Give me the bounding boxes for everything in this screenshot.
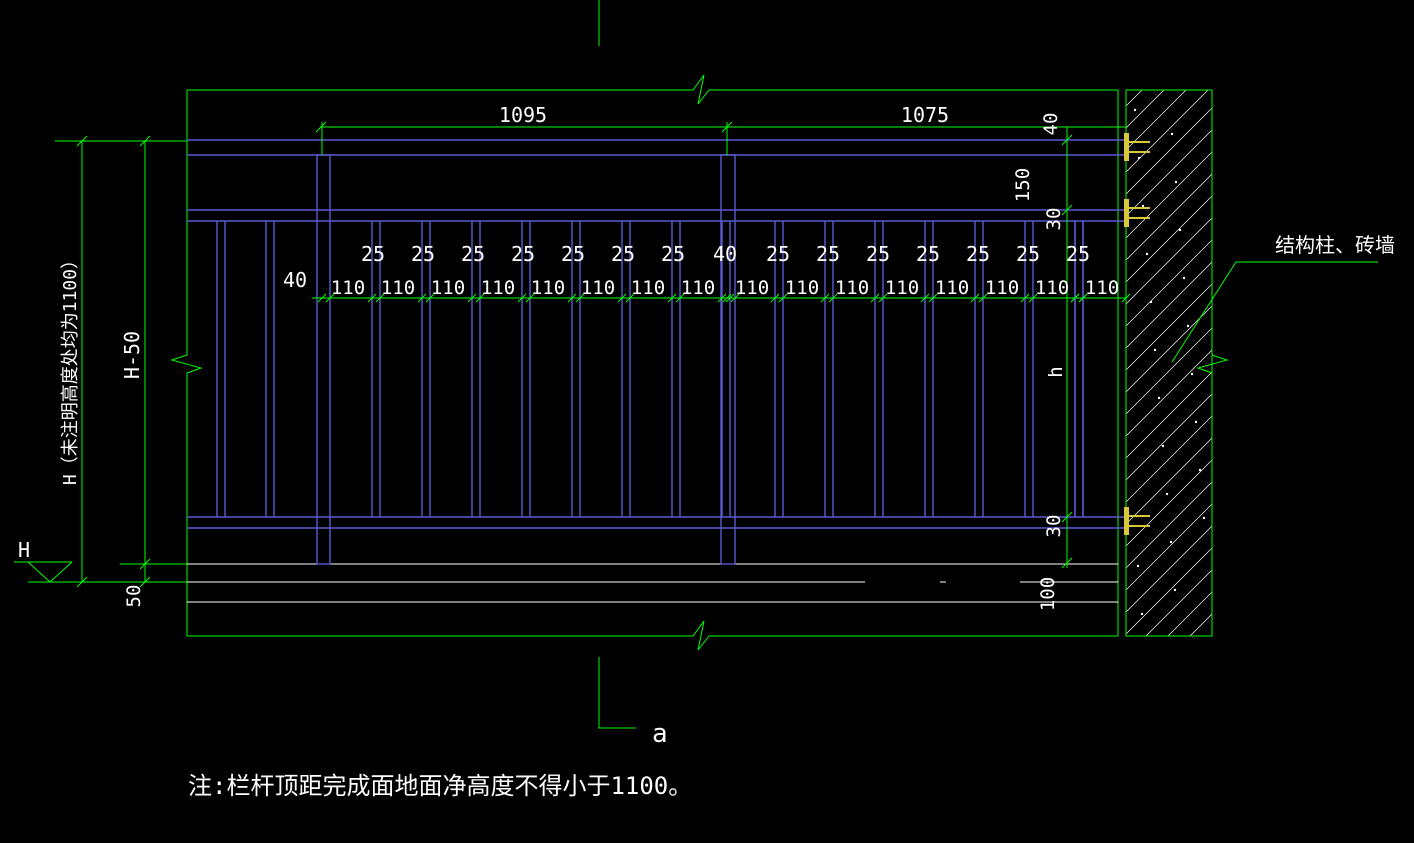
dim-spacing: 110 (581, 277, 615, 299)
structure-wall (1125, 89, 1229, 637)
rails (187, 139, 1126, 529)
dim-spacing: 110 (835, 277, 869, 299)
left-dimension: H H（未注明高度处均为1100） H-50 50 (14, 135, 187, 608)
spacing-dimension: 40 110 110 110 110 110 110 110 110 110 110 110 110 1… (283, 242, 1131, 303)
dim-post-label: 25 (361, 242, 385, 266)
frame-bottom (187, 620, 1118, 651)
dim-post-label: 25 (916, 242, 940, 266)
dim-top-gap: 40 (1040, 113, 1062, 136)
dim-overall-height: H-50 (120, 331, 144, 379)
dim-post-label: 25 (816, 242, 840, 266)
frame-left (170, 90, 203, 636)
drawing-note: 注:栏杆顶距完成面地面净高度不得小于1100。 (188, 772, 692, 800)
dim-spacing: 110 (531, 277, 565, 299)
dim-spacing: 110 (631, 277, 665, 299)
section-mark: a (652, 719, 668, 749)
dim-post-label: 25 (661, 242, 685, 266)
main-posts (316, 154, 736, 565)
level-marker: H (18, 538, 30, 562)
height-note-vertical: H（未注明高度处均为1100） (60, 251, 81, 485)
dim-post-label: 25 (866, 242, 890, 266)
dim-spacing: 110 (985, 277, 1019, 299)
dim-post-label: 25 (966, 242, 990, 266)
dim-post-label: 25 (561, 242, 585, 266)
dim-post-label: 25 (611, 242, 635, 266)
top-dimension: 1095 1075 (315, 103, 1126, 155)
dim-post-label: 25 (511, 242, 535, 266)
structure-label: 结构柱、砖墙 (1275, 233, 1395, 257)
dim-base: 100 (1037, 577, 1059, 611)
dim-spacing: 110 (885, 277, 919, 299)
dim-rail-upper: 30 (1043, 208, 1065, 231)
dim-spacing: 110 (935, 277, 969, 299)
structure-leader: 结构柱、砖墙 (1171, 233, 1395, 363)
dim-post-label: 25 (411, 242, 435, 266)
dim-spacing: 110 (735, 277, 769, 299)
dim-post-label: 25 (1016, 242, 1040, 266)
dim-post-label: 40 (713, 242, 737, 266)
section-mark-line (598, 657, 636, 729)
dim-spacing: 110 (481, 277, 515, 299)
dim-post-label: 25 (766, 242, 790, 266)
dim-spacing: 110 (785, 277, 819, 299)
dim-rail-lower: 30 (1043, 515, 1065, 538)
frame-top (187, 74, 1118, 105)
dim-top-left: 1095 (499, 103, 547, 127)
dim-post-label: 25 (1066, 242, 1090, 266)
dim-spacing: 110 (1085, 277, 1119, 299)
dim-left-gap: 40 (283, 268, 307, 292)
dim-post-label: 25 (461, 242, 485, 266)
dim-upper-gap: 150 (1012, 168, 1034, 202)
dim-spacing: 110 (1035, 277, 1069, 299)
dim-inner-height: h (1045, 366, 1067, 377)
dim-spacing: 110 (331, 277, 365, 299)
dim-bottom-offset: 50 (123, 585, 145, 608)
balusters (216, 221, 1084, 517)
dim-spacing: 110 (381, 277, 415, 299)
wall-anchors (1124, 133, 1150, 535)
dim-top-right: 1075 (901, 103, 949, 127)
dim-spacing: 110 (431, 277, 465, 299)
right-dimension: 40 150 30 h 30 100 (1012, 113, 1073, 611)
base-lines (187, 563, 1118, 603)
dim-spacing: 110 (681, 277, 715, 299)
